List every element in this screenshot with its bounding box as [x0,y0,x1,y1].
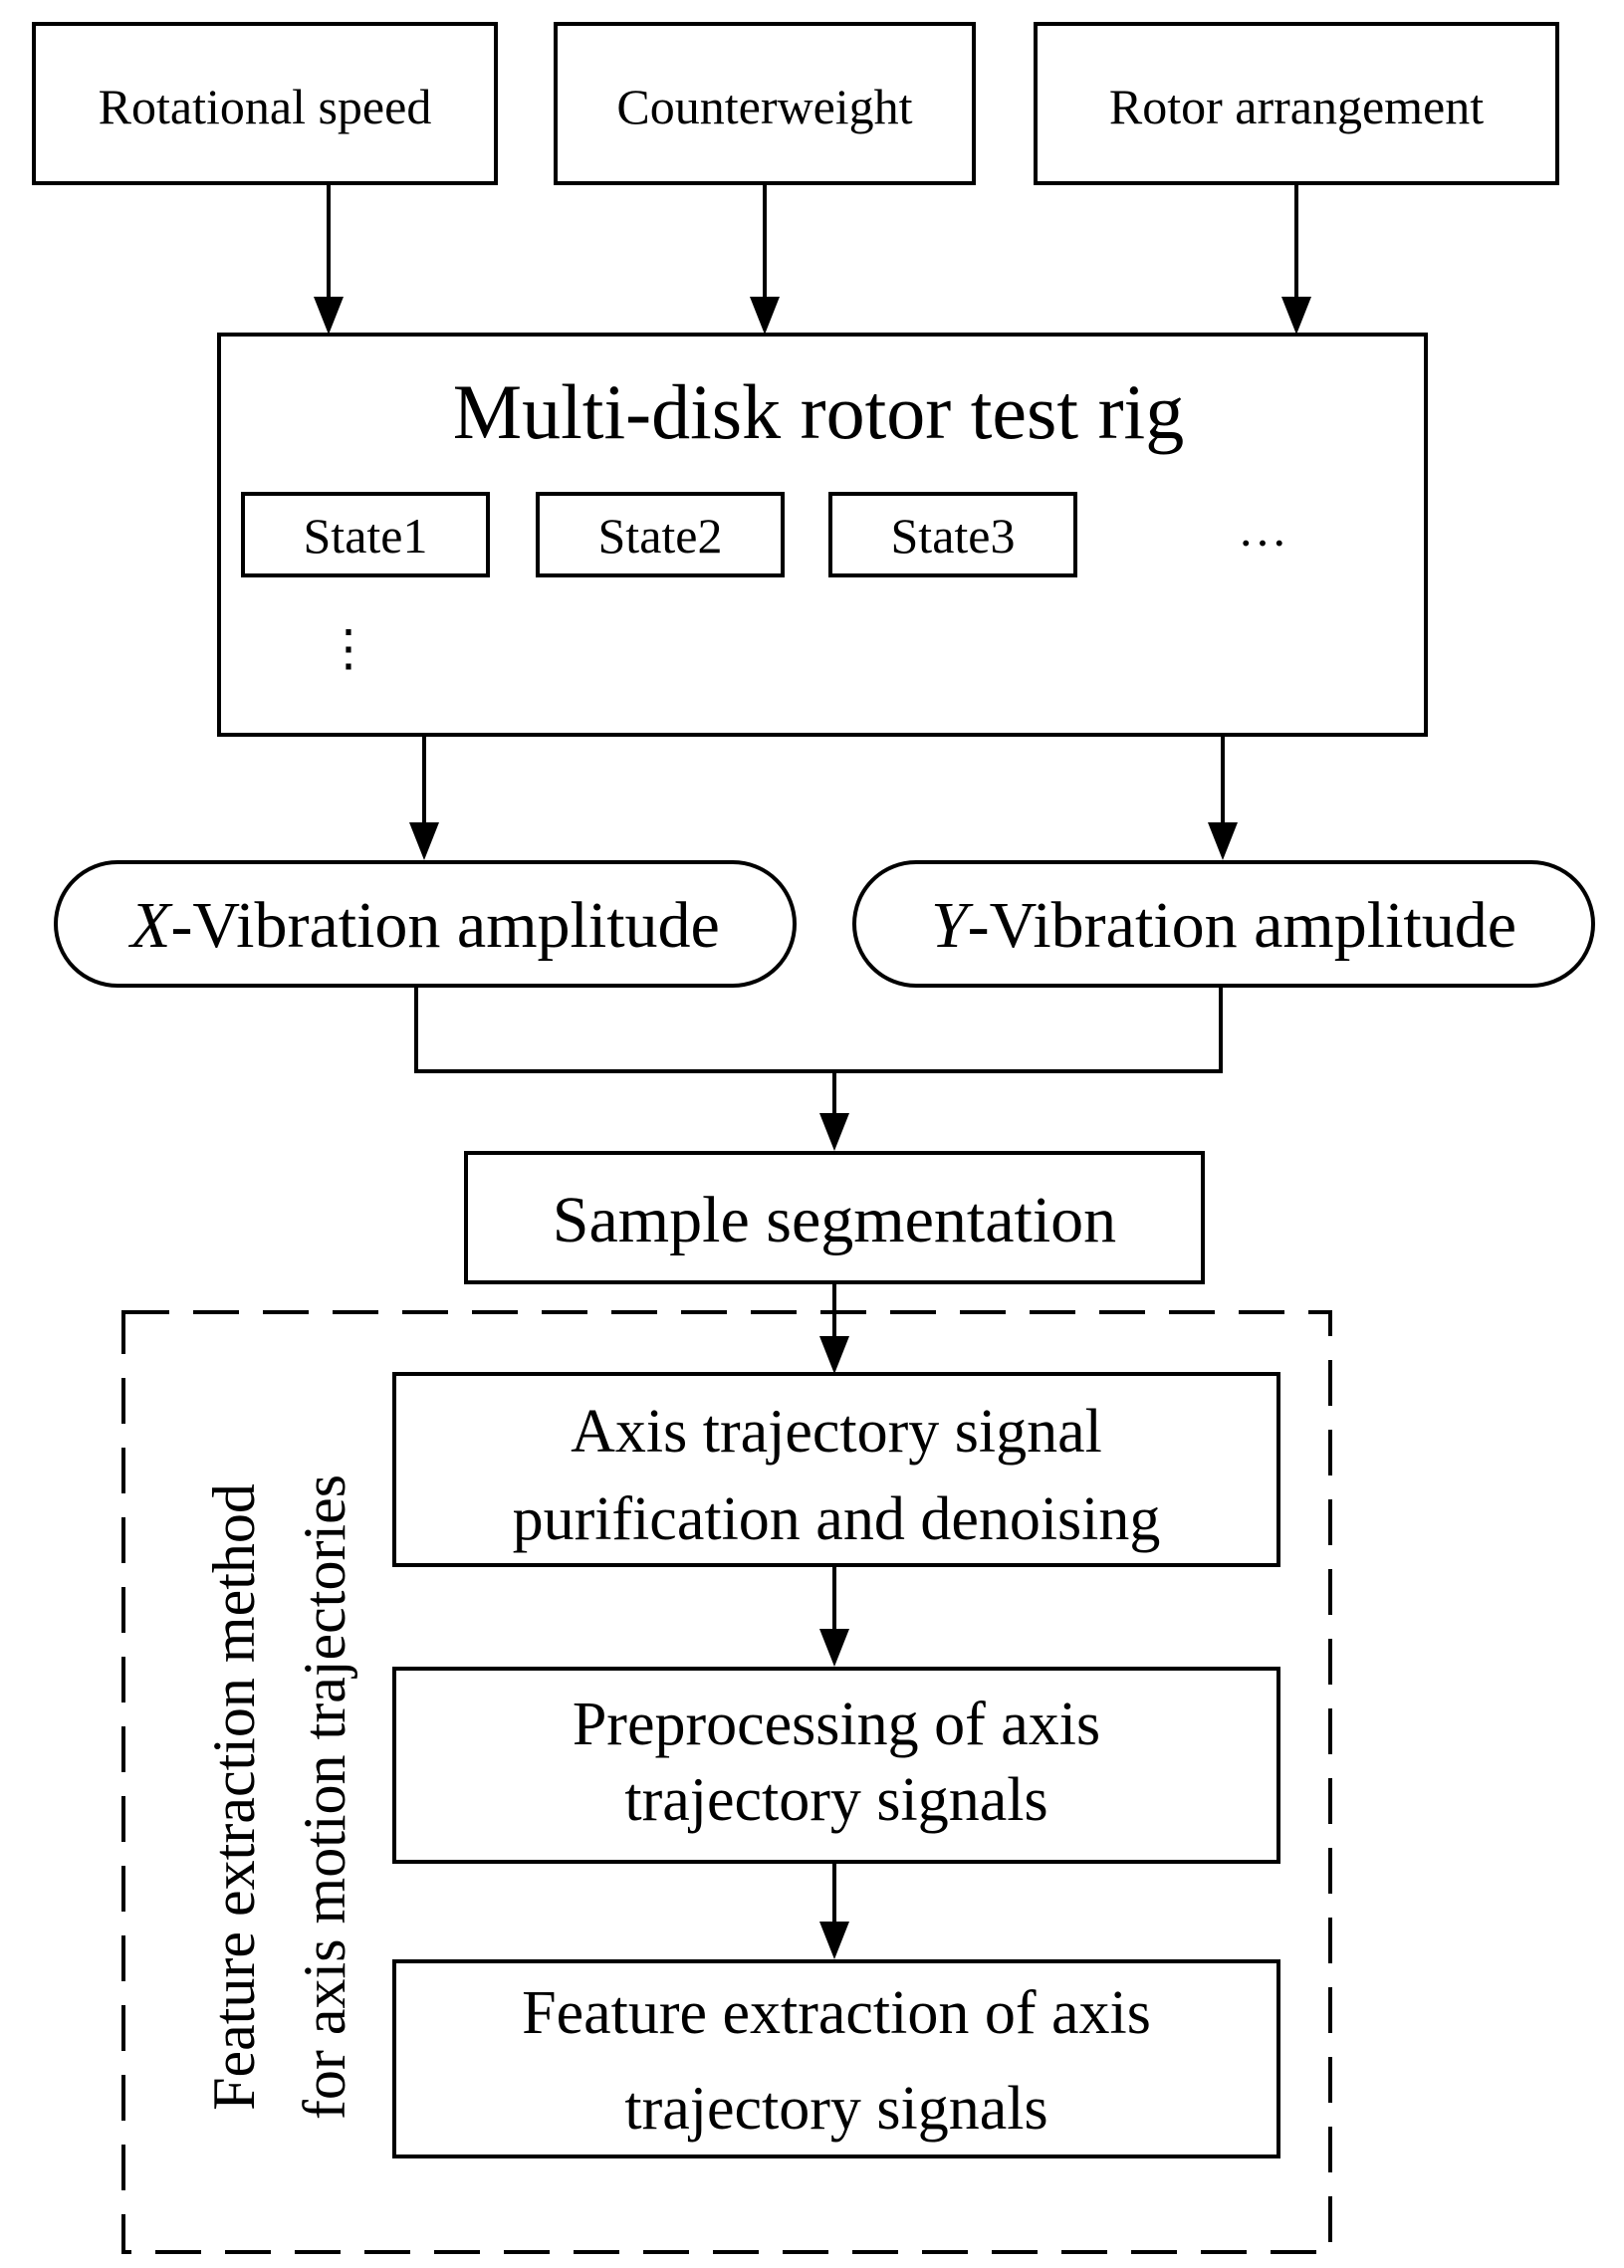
arrow-purification-to-preprocessing [819,1565,849,1667]
x-vibration-suffix: -Vibration amplitude [170,889,719,962]
state-label-1: State1 [304,508,428,564]
purification-label-line-2: purification and denoising [513,1485,1161,1553]
arrow-counterweight-to-rig [750,183,780,335]
state-label-3: State3 [891,508,1016,564]
feature-extraction-label-line-2: trajectory signals [624,2075,1047,2143]
purification-label-line-1: Axis trajectory signal [571,1398,1102,1466]
states-ellipsis-vertical: ⋮ [324,620,373,676]
arrow-segmentation-to-purification [819,1282,849,1374]
node-rotor-arrangement-label: Rotor arrangement [1109,79,1484,134]
node-x-vibration-amplitude: X-Vibration amplitude [54,860,797,988]
preprocessing-label-line-2: trajectory signals [624,1766,1047,1834]
connector-merge-vibrations [414,986,1223,1151]
arrow-rig-to-x-vibration [409,735,439,860]
arrow-preprocessing-to-feature-extraction [819,1862,849,1959]
test-rig-title: Multi-disk rotor test rig [453,368,1184,455]
x-axis-prefix: X [127,889,173,962]
states-ellipsis-horizontal: … [1238,501,1287,557]
group-label-line-1: Feature extraction method [201,1483,267,2111]
preprocessing-label-line-1: Preprocessing of axis [573,1691,1100,1758]
node-counterweight-label: Counterweight [616,79,912,134]
sample-segmentation-label: Sample segmentation [553,1184,1116,1256]
feature-extraction-label-line-1: Feature extraction of axis [522,1979,1151,2047]
state-box-1: State1 [241,492,490,577]
node-feature-extraction: Feature extraction of axis trajectory si… [392,1959,1280,2158]
node-rotational-speed-label: Rotational speed [99,79,432,134]
x-vibration-label: X-Vibration amplitude [127,889,720,962]
state-box-3: State3 [828,492,1077,577]
y-vibration-suffix: -Vibration amplitude [968,889,1516,962]
node-rotational-speed: Rotational speed [32,22,498,185]
node-counterweight: Counterweight [554,22,976,185]
arrow-rig-to-y-vibration [1208,735,1238,860]
arrow-speed-to-rig [314,183,344,335]
node-rotor-arrangement: Rotor arrangement [1034,22,1559,185]
node-sample-segmentation: Sample segmentation [464,1151,1205,1284]
state-label-2: State2 [598,508,723,564]
group-label-line-2: for axis motion trajectories [292,1474,357,2120]
state-box-2: State2 [536,492,785,577]
node-test-rig: Multi-disk rotor test rig State1 State2 … [217,333,1428,737]
group-label: Feature extraction method for axis motio… [201,1474,357,2120]
arrow-arrangement-to-rig [1281,183,1311,335]
node-preprocessing: Preprocessing of axis trajectory signals [392,1667,1280,1864]
node-y-vibration-amplitude: Y-Vibration amplitude [852,860,1595,988]
node-purification-denoising: Axis trajectory signal purification and … [392,1372,1280,1567]
y-vibration-label: Y-Vibration amplitude [931,889,1516,962]
group-feature-extraction-method [121,1310,1332,2254]
y-axis-prefix: Y [931,889,974,962]
